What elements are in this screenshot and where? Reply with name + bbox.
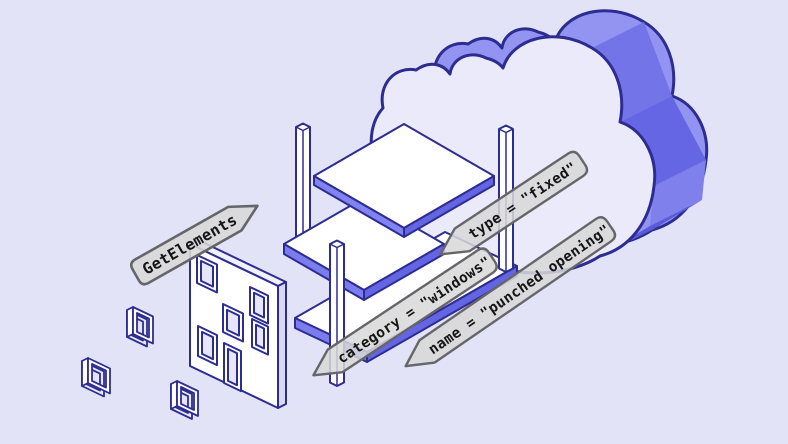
window-frame-icon-1 [126, 306, 154, 348]
facade-window-1 [196, 254, 218, 294]
slab-top [313, 123, 495, 238]
facade-wall [189, 239, 287, 409]
cloud-icon [369, 9, 709, 275]
facade-door [223, 342, 242, 393]
facade-window-2 [222, 303, 244, 343]
cloud-band-right [620, 96, 706, 186]
window-frame-icon-2 [81, 357, 111, 398]
facade-window-4 [251, 318, 269, 356]
window-frame-icon-3 [170, 380, 199, 420]
facade-window-3 [249, 286, 269, 325]
cloud-band-lobe [650, 160, 706, 226]
facade-window-5 [197, 325, 218, 367]
floating-window-frames [81, 306, 199, 420]
